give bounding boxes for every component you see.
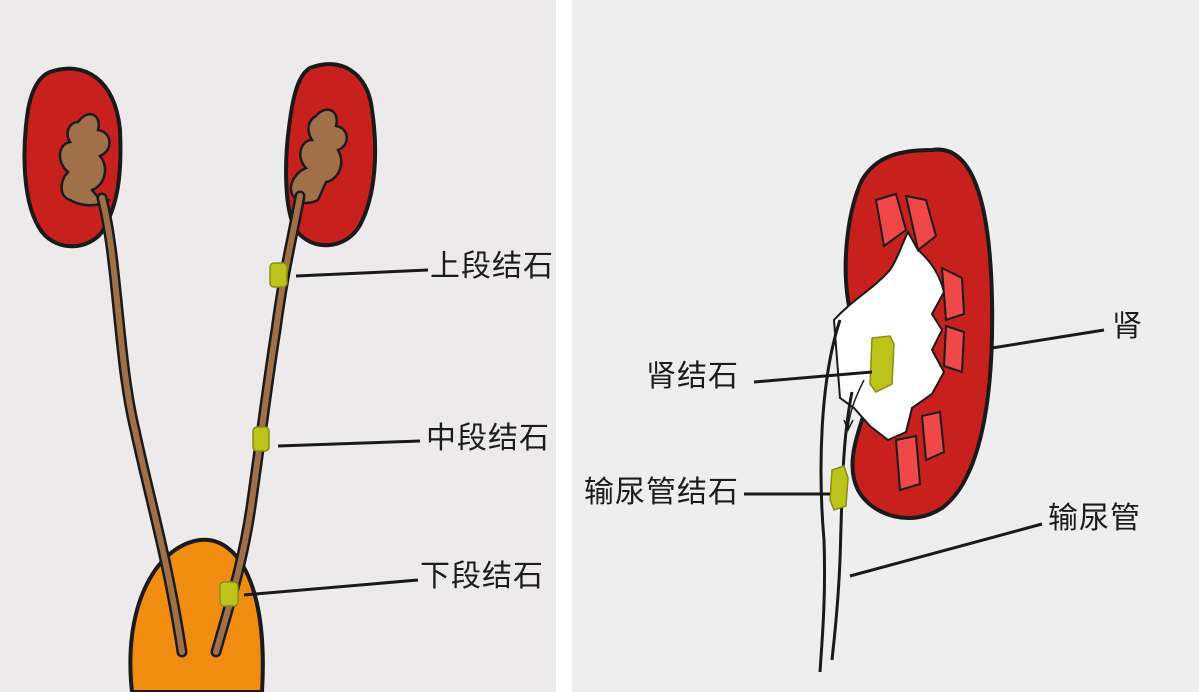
kidney-label: 肾 — [1112, 309, 1143, 344]
lower-stone-leader-line — [243, 578, 419, 597]
middle-stone-leader-line — [277, 439, 421, 448]
ureter-stone — [829, 465, 849, 511]
kidney-section-panel: 肾 肾结石 输尿管结石 输尿管 — [572, 0, 1199, 692]
kidney-stone-label: 肾结石 — [646, 359, 739, 394]
lower-stone — [219, 581, 239, 607]
calyx — [920, 410, 946, 462]
urinary-tract-panel: 上段结石 中段结石 下段结石 — [0, 0, 556, 692]
middle-stone — [252, 426, 270, 452]
flow-arrow — [847, 379, 865, 429]
middle-stone-label: 中段结石 — [426, 421, 550, 456]
upper-stone-leader-line — [295, 268, 429, 278]
calyx — [904, 194, 938, 252]
calyx — [942, 324, 966, 374]
calyx — [940, 266, 966, 322]
ureter-leader-line — [849, 522, 1043, 578]
ureter-stone-label: 输尿管结石 — [584, 475, 739, 510]
kidney-cross-section-diagram — [744, 147, 1105, 673]
ureter-label: 输尿管 — [1048, 501, 1141, 536]
calyx — [894, 434, 922, 492]
kidney-stone — [869, 335, 895, 393]
upper-stone — [269, 262, 288, 288]
upper-stone-label: 上段结石 — [430, 249, 554, 284]
left-renal-pelvis — [58, 112, 111, 207]
urinary-tract-diagram — [22, 62, 429, 692]
kidney-stone-leader-line — [753, 370, 873, 384]
lower-stone-label: 下段结石 — [420, 559, 544, 594]
kidney-leader-line — [991, 328, 1105, 350]
calyx — [874, 192, 908, 248]
